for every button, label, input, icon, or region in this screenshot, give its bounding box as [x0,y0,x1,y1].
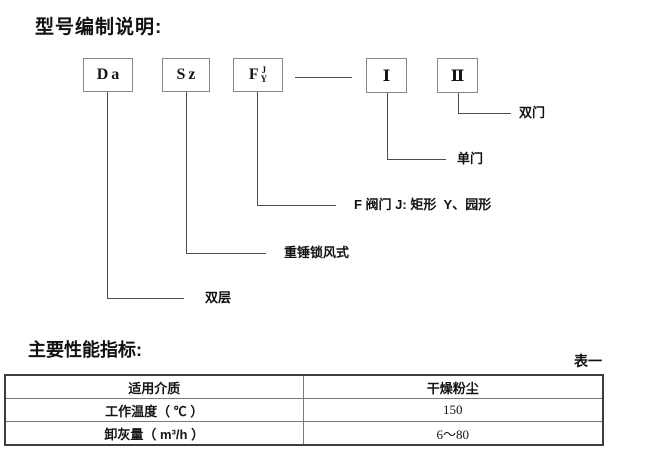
table-caption: 表一 [574,353,602,369]
table-row-medium: 适用介质 干燥粉尘 [4,374,604,399]
callout-valve-shape: F 阀门 J: 矩形 Y、园形 [354,197,492,212]
callout-single-door: 单门 [457,151,484,166]
leader-two-vertical-line [458,93,459,113]
table-cell-discharge-value: 6～80 [302,421,604,446]
table-cell-temperature-value: 150 [302,398,604,422]
box-f-variant-bottom: Y [260,74,268,84]
model-code-box-sz: Sz [162,58,210,92]
table-row-temperature: 工作温度（ ℃ ） 150 [4,398,604,422]
box-f-variant-stack: J Y [261,66,268,84]
table-cell-temperature-name: 工作温度（ ℃ ） [4,398,304,422]
leader-two-horizontal-line [458,113,511,114]
performance-table: 适用介质 干燥粉尘 工作温度（ ℃ ） 150 卸灰量（ m³/h ） 6～80 [4,374,604,446]
leader-da-vertical-line [107,92,108,298]
leader-one-horizontal-line [387,159,446,160]
table-cell-medium-name: 适用介质 [4,374,304,399]
box-sz-label: Sz [176,66,199,83]
table-row-discharge: 卸灰量（ m³/h ） 6～80 [4,421,604,446]
leader-f-vertical-line [257,92,258,205]
table-cell-medium-value: 干燥粉尘 [302,374,604,399]
leader-sz-vertical-line [186,92,187,253]
callout-double-door: 双门 [519,105,546,120]
page-title: 型号编制说明: [35,17,163,38]
model-code-box-f: F J Y [233,58,283,92]
leader-sz-horizontal-line [186,253,266,254]
callout-double-layer: 双层 [205,290,232,305]
callout-hammer-lock-type: 重锤锁风式 [284,245,350,260]
leader-f-horizontal-line [257,205,336,206]
model-code-box-two: Ⅱ [437,58,478,93]
connector-f-to-one-line [295,77,352,78]
box-two-label: Ⅱ [450,67,465,85]
model-code-box-one: Ⅰ [366,58,407,93]
model-code-box-da: Da [83,58,133,92]
section-title: 主要性能指标: [28,340,142,360]
table-cell-discharge-name: 卸灰量（ m³/h ） [4,421,304,446]
box-da-label: Da [96,66,123,83]
box-one-label: Ⅰ [382,67,391,85]
box-f-label: F [248,66,259,83]
leader-one-vertical-line [387,93,388,159]
box-f-variant-top: J [261,65,267,75]
leader-da-horizontal-line [107,298,184,299]
